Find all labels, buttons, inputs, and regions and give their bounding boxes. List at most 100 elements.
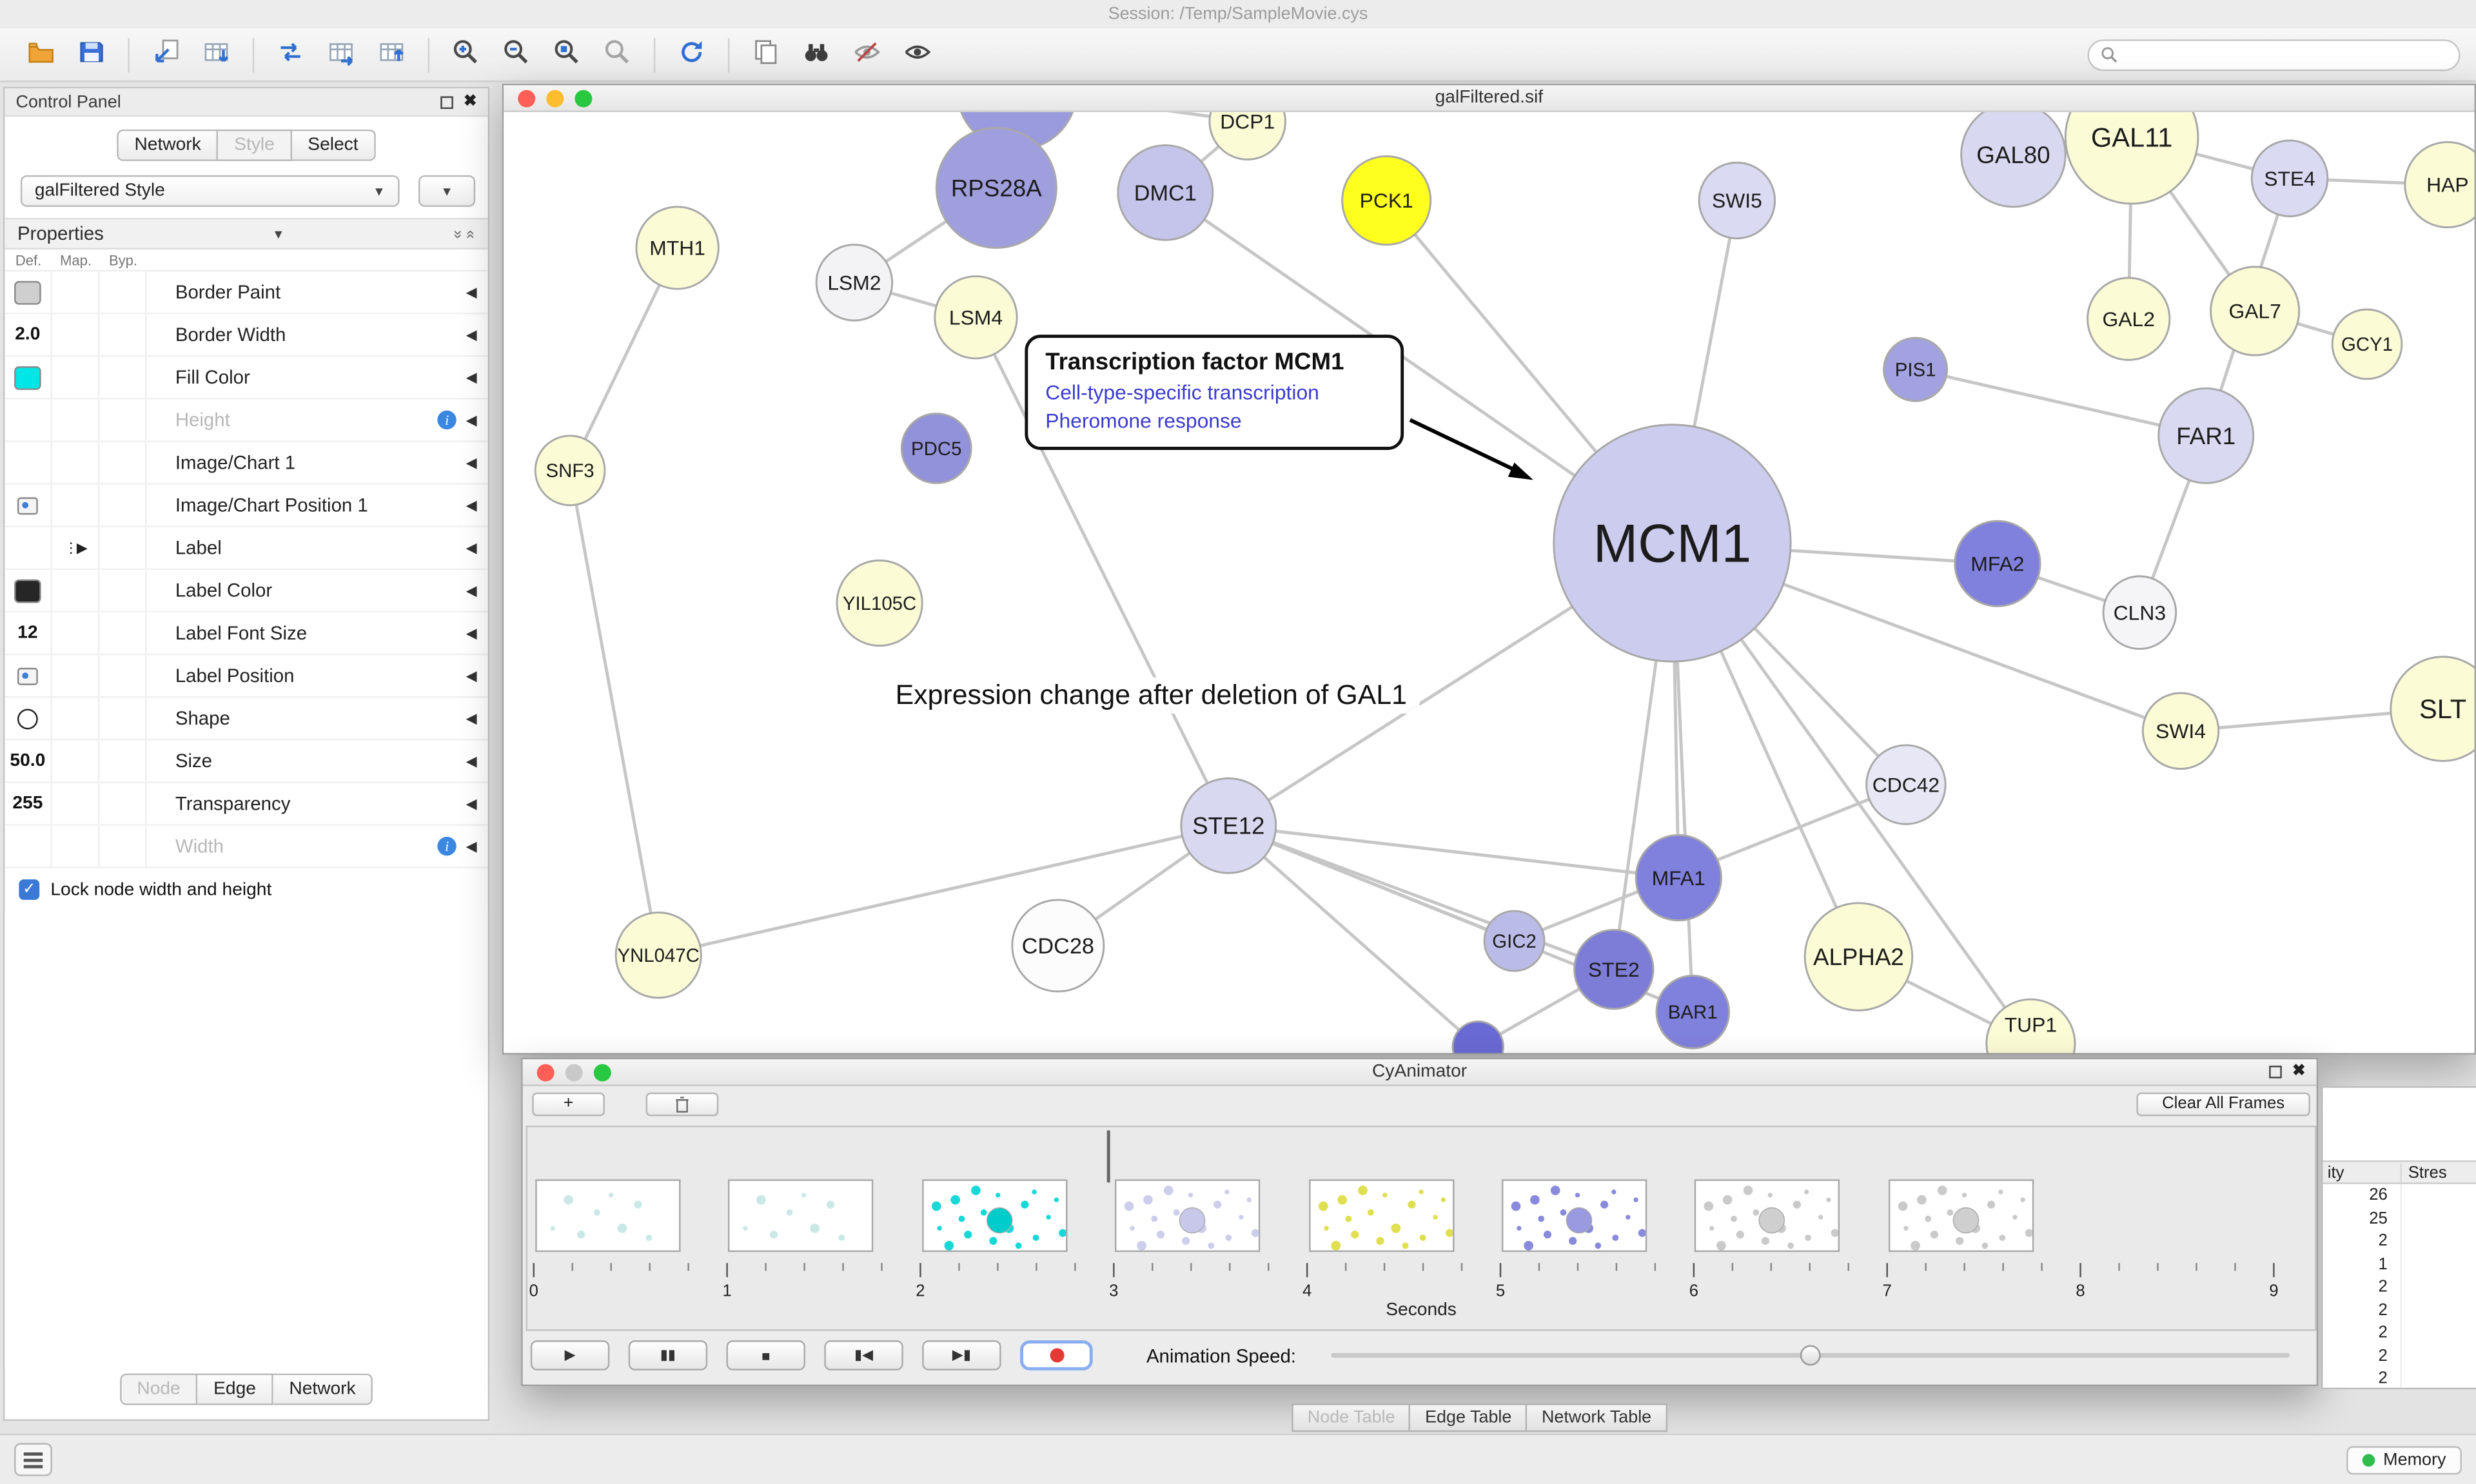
frame-thumbnail-5[interactable] <box>1501 1179 1647 1253</box>
expand-arrow-icon[interactable]: ◀ <box>466 752 477 768</box>
search-box[interactable] <box>2087 39 2461 70</box>
minimize-traffic-light[interactable] <box>546 90 564 108</box>
table-row[interactable]: 2 <box>2323 1229 2476 1253</box>
table-row[interactable]: 26 <box>2323 1184 2476 1207</box>
network-node-tup1[interactable]: TUP1 <box>1985 998 2076 1053</box>
network-edge[interactable] <box>1228 824 1679 880</box>
property-row-image-chart-1[interactable]: Image/Chart 1◀ <box>5 442 488 485</box>
network-node-blu1[interactable] <box>1451 1020 1504 1053</box>
network-node-gcy1[interactable]: GCY1 <box>2331 308 2403 380</box>
expand-all-icon[interactable]: » <box>462 229 480 239</box>
import-table-file-button[interactable] <box>191 32 241 77</box>
tab-style[interactable]: Style <box>218 128 292 161</box>
export-image-button[interactable] <box>366 32 417 77</box>
network-node-snf3[interactable]: SNF3 <box>534 434 606 507</box>
close-icon[interactable]: ✖ <box>464 92 477 110</box>
network-edge[interactable] <box>658 824 1229 957</box>
network-edge[interactable] <box>1227 824 1479 1048</box>
tab-network[interactable]: Network <box>117 128 219 161</box>
frame-thumbnail-0[interactable] <box>535 1179 681 1253</box>
skip-back-button[interactable]: ▮◀ <box>824 1340 903 1371</box>
expand-arrow-icon[interactable]: ◀ <box>466 283 477 300</box>
color-swatch[interactable] <box>14 365 41 389</box>
minimize-traffic-light[interactable] <box>565 1064 583 1082</box>
expand-arrow-icon[interactable]: ◀ <box>466 411 477 427</box>
zoom-traffic-light[interactable] <box>575 90 593 108</box>
network-edge[interactable] <box>974 317 1230 826</box>
network-node-gic2[interactable]: GIC2 <box>1483 910 1546 972</box>
tab-edge-table[interactable]: Edge Table <box>1411 1403 1528 1432</box>
lock-size-checkbox[interactable]: ✓ <box>19 879 40 900</box>
network-node-rps28a[interactable]: RPS28A <box>935 126 1057 249</box>
table-row[interactable]: 2 <box>2323 1298 2476 1322</box>
stop-button[interactable]: ■ <box>726 1340 805 1371</box>
network-node-swi5[interactable]: SWI5 <box>1698 161 1776 240</box>
record-button[interactable] <box>1020 1340 1093 1371</box>
tab-network[interactable]: Network <box>273 1373 373 1405</box>
network-node-pdc5[interactable]: PDC5 <box>900 413 972 484</box>
network-node-hap[interactable]: HAP <box>2404 141 2475 229</box>
property-row-label-color[interactable]: Label Color◀ <box>5 570 488 613</box>
expand-arrow-icon[interactable]: ◀ <box>466 539 477 555</box>
close-traffic-light[interactable] <box>536 1064 555 1082</box>
zoom-traffic-light[interactable] <box>593 1064 611 1082</box>
slider-thumb[interactable] <box>1800 1345 1822 1366</box>
import-network-file-button[interactable] <box>141 32 191 77</box>
pause-button[interactable]: ▮▮ <box>628 1340 708 1371</box>
export-network-button[interactable] <box>265 32 315 77</box>
network-node-dmc1[interactable]: DMC1 <box>1117 144 1214 241</box>
tab-node-table[interactable]: Node Table <box>1292 1403 1411 1432</box>
clear-all-frames-button[interactable]: Clear All Frames <box>2136 1092 2310 1117</box>
column-header-ity[interactable]: ity <box>2323 1162 2402 1182</box>
open-session-button[interactable] <box>15 32 66 77</box>
color-swatch[interactable] <box>14 280 41 304</box>
close-traffic-light[interactable] <box>518 90 536 108</box>
search-input[interactable] <box>2127 44 2448 64</box>
zoom-out-button[interactable] <box>491 32 542 77</box>
expand-arrow-icon[interactable]: ◀ <box>466 454 477 470</box>
network-edge[interactable] <box>1228 824 1615 971</box>
network-node-slt[interactable]: SLT <box>2390 656 2475 762</box>
hide-details-button[interactable] <box>841 32 892 77</box>
column-header-stres[interactable]: Stres <box>2408 1162 2447 1182</box>
network-node-mfa1[interactable]: MFA1 <box>1635 834 1722 922</box>
table-row[interactable]: 2 <box>2323 1275 2476 1299</box>
color-swatch[interactable] <box>14 578 41 603</box>
property-row-shape[interactable]: Shape◀ <box>5 698 488 741</box>
network-node-gal11[interactable]: GAL11 <box>2064 112 2199 205</box>
expand-arrow-icon[interactable]: ◀ <box>466 581 477 598</box>
table-row[interactable]: 2 <box>2323 1321 2476 1345</box>
save-session-button[interactable] <box>66 32 117 77</box>
style-dropdown[interactable]: galFiltered Style ▼ <box>20 175 400 207</box>
network-node-yil105c[interactable]: YIL105C <box>836 559 923 647</box>
frame-thumbnail-2[interactable] <box>921 1179 1068 1253</box>
copy-button[interactable] <box>741 32 791 77</box>
network-edge[interactable] <box>568 470 660 956</box>
panel-menu-button[interactable] <box>14 1443 52 1476</box>
network-node-ynl047c[interactable]: YNL047C <box>614 912 702 999</box>
network-node-gal7[interactable]: GAL7 <box>2210 266 2301 356</box>
frame-thumbnail-7[interactable] <box>1888 1179 2034 1253</box>
memory-button[interactable]: Memory <box>2346 1445 2462 1474</box>
tab-select[interactable]: Select <box>291 128 376 161</box>
network-node-mcm1[interactable]: MCM1 <box>1553 424 1792 663</box>
style-options-button[interactable]: ▼ <box>418 175 476 207</box>
find-button[interactable] <box>791 32 841 77</box>
annotation-box[interactable]: Transcription factor MCM1 Cell-type-spec… <box>1025 335 1404 450</box>
network-edge[interactable] <box>1915 367 2206 438</box>
network-node-ste4[interactable]: STE4 <box>2250 139 2329 217</box>
network-node-far1[interactable]: FAR1 <box>2157 387 2255 484</box>
table-row[interactable]: 2 <box>2323 1367 2476 1388</box>
table-row[interactable]: 25 <box>2323 1207 2476 1230</box>
expand-arrow-icon[interactable]: ◀ <box>466 368 477 385</box>
play-button[interactable]: ▶ <box>530 1340 610 1371</box>
zoom-selected-button[interactable] <box>592 32 642 77</box>
expand-arrow-icon[interactable]: ◀ <box>466 496 477 513</box>
frame-thumbnail-4[interactable] <box>1308 1179 1454 1253</box>
property-row-label-position[interactable]: Label Position◀ <box>5 655 488 698</box>
expand-arrow-icon[interactable]: ◀ <box>466 667 477 683</box>
network-node-pis1[interactable]: PIS1 <box>1883 337 1949 402</box>
